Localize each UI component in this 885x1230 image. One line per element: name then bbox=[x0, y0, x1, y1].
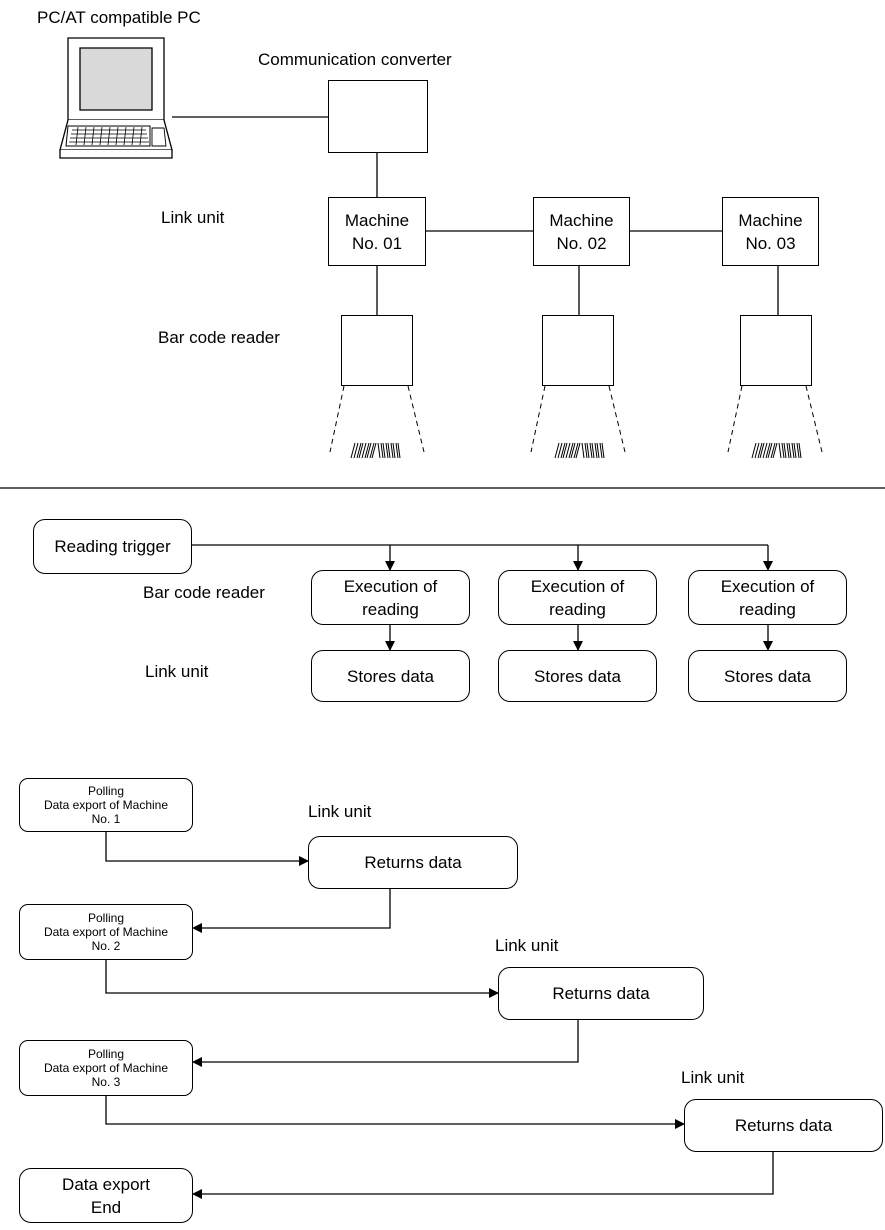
machine-line1: Machine bbox=[344, 210, 410, 230]
machine-line2: No. 02 bbox=[556, 233, 607, 253]
poll-line2: Data export of Machine bbox=[43, 798, 169, 812]
execution-box-1: Execution of reading bbox=[311, 570, 470, 625]
execution-line2: reading bbox=[549, 599, 606, 619]
stores-data-text: Stores data bbox=[347, 666, 434, 686]
stores-data-text: Stores data bbox=[724, 666, 811, 686]
reading-link-unit-label: Link unit bbox=[145, 662, 209, 681]
poll-line2: Data export of Machine bbox=[43, 925, 169, 939]
bar-code-reader-box-01 bbox=[341, 315, 413, 386]
poll-line2: Data export of Machine bbox=[43, 1061, 169, 1075]
poll-line3: No. 3 bbox=[91, 1075, 121, 1089]
bar-code-reader-box-03 bbox=[740, 315, 812, 386]
reading-reader-label: Bar code reader bbox=[143, 583, 265, 602]
execution-line1: Execution of bbox=[530, 576, 625, 596]
poll-line3: No. 2 bbox=[91, 939, 121, 953]
stores-data-box-3: Stores data bbox=[688, 650, 847, 702]
polling-link-unit-label-3: Link unit bbox=[681, 1068, 745, 1087]
returns-data-text: Returns data bbox=[552, 984, 650, 1003]
returns-data-box-1: Returns data bbox=[308, 836, 518, 889]
reading-flow-arrows bbox=[192, 544, 773, 651]
reading-trigger-box: Reading trigger bbox=[33, 519, 192, 574]
reading-beams bbox=[329, 385, 823, 453]
polling-flow-arrows bbox=[105, 832, 774, 1199]
returns-data-text: Returns data bbox=[734, 1116, 833, 1135]
execution-box-3: Execution of reading bbox=[688, 570, 847, 625]
stores-data-text: Stores data bbox=[534, 666, 621, 686]
execution-box-2: Execution of reading bbox=[498, 570, 657, 625]
stores-data-box-1: Stores data bbox=[311, 650, 470, 702]
bar-code-reader-box-02 bbox=[542, 315, 614, 386]
converter-label: Communication converter bbox=[258, 50, 452, 69]
poll-line3: No. 1 bbox=[91, 812, 121, 826]
execution-line1: Execution of bbox=[720, 576, 815, 596]
polling-link-unit-label-2: Link unit bbox=[495, 936, 559, 955]
end-line2: End bbox=[90, 1197, 122, 1217]
converter-box bbox=[328, 80, 428, 153]
barcode-icon bbox=[350, 442, 802, 459]
returns-data-text: Returns data bbox=[364, 853, 462, 872]
link-unit-label: Link unit bbox=[161, 208, 225, 227]
stores-data-box-2: Stores data bbox=[498, 650, 657, 702]
machine-line1: Machine bbox=[738, 210, 803, 230]
machine-line1: Machine bbox=[549, 210, 614, 230]
returns-data-box-2: Returns data bbox=[498, 967, 704, 1020]
network-connectors bbox=[172, 116, 779, 315]
returns-data-box-3: Returns data bbox=[684, 1099, 883, 1152]
execution-line1: Execution of bbox=[343, 576, 438, 596]
end-line1: Data export bbox=[62, 1174, 150, 1194]
poll-line1: Polling bbox=[87, 911, 124, 925]
machine-line2: No. 03 bbox=[745, 233, 796, 253]
machine-line2: No. 01 bbox=[351, 233, 403, 253]
reading-trigger-text: Reading trigger bbox=[54, 537, 171, 556]
execution-line2: reading bbox=[739, 599, 796, 619]
pc-label: PC/AT compatible PC bbox=[37, 8, 201, 27]
poll-line1: Polling bbox=[87, 1047, 124, 1061]
bar-code-reader-label: Bar code reader bbox=[158, 328, 280, 347]
execution-line2: reading bbox=[362, 599, 419, 619]
poll-line1: Polling bbox=[87, 784, 124, 798]
polling-link-unit-label-1: Link unit bbox=[308, 802, 372, 821]
pc-computer-icon bbox=[59, 37, 173, 159]
